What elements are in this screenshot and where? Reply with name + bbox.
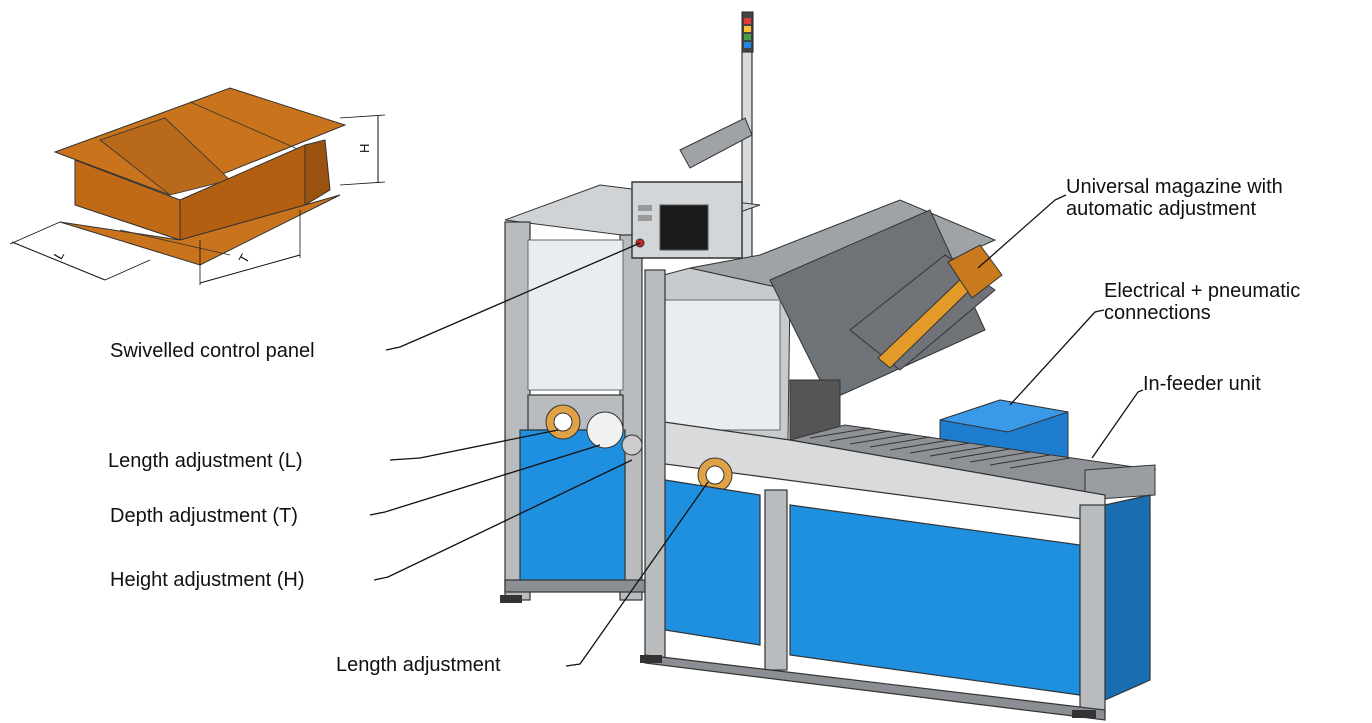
length-dimension-label: L [51, 248, 68, 262]
callout-magazine-line2: automatic adjustment [1066, 198, 1257, 220]
callouts: Swivelled control panel Length adjustmen… [108, 176, 1300, 676]
callout-control-panel: Swivelled control panel [110, 340, 315, 362]
callout-height-adjustment-H: Height adjustment (H) [110, 569, 305, 591]
carton-sketch: L T H [9, 87, 386, 285]
callout-connections-line2: connections [1104, 302, 1211, 324]
callout-connections-line1: Electrical + pneumatic [1104, 280, 1300, 302]
cartoning-machine [500, 11, 1157, 721]
callout-magazine-line1: Universal magazine with [1066, 176, 1283, 198]
height-dimension-label: H [357, 144, 372, 153]
callout-length-adjustment-L: Length adjustment (L) [108, 450, 303, 472]
leader-lines [369, 194, 1144, 667]
depth-dimension-label: T [236, 251, 253, 265]
callout-depth-adjustment-T: Depth adjustment (T) [110, 505, 298, 527]
callout-length-adjustment: Length adjustment [336, 654, 501, 676]
callout-infeeder-unit: In-feeder unit [1143, 373, 1261, 395]
